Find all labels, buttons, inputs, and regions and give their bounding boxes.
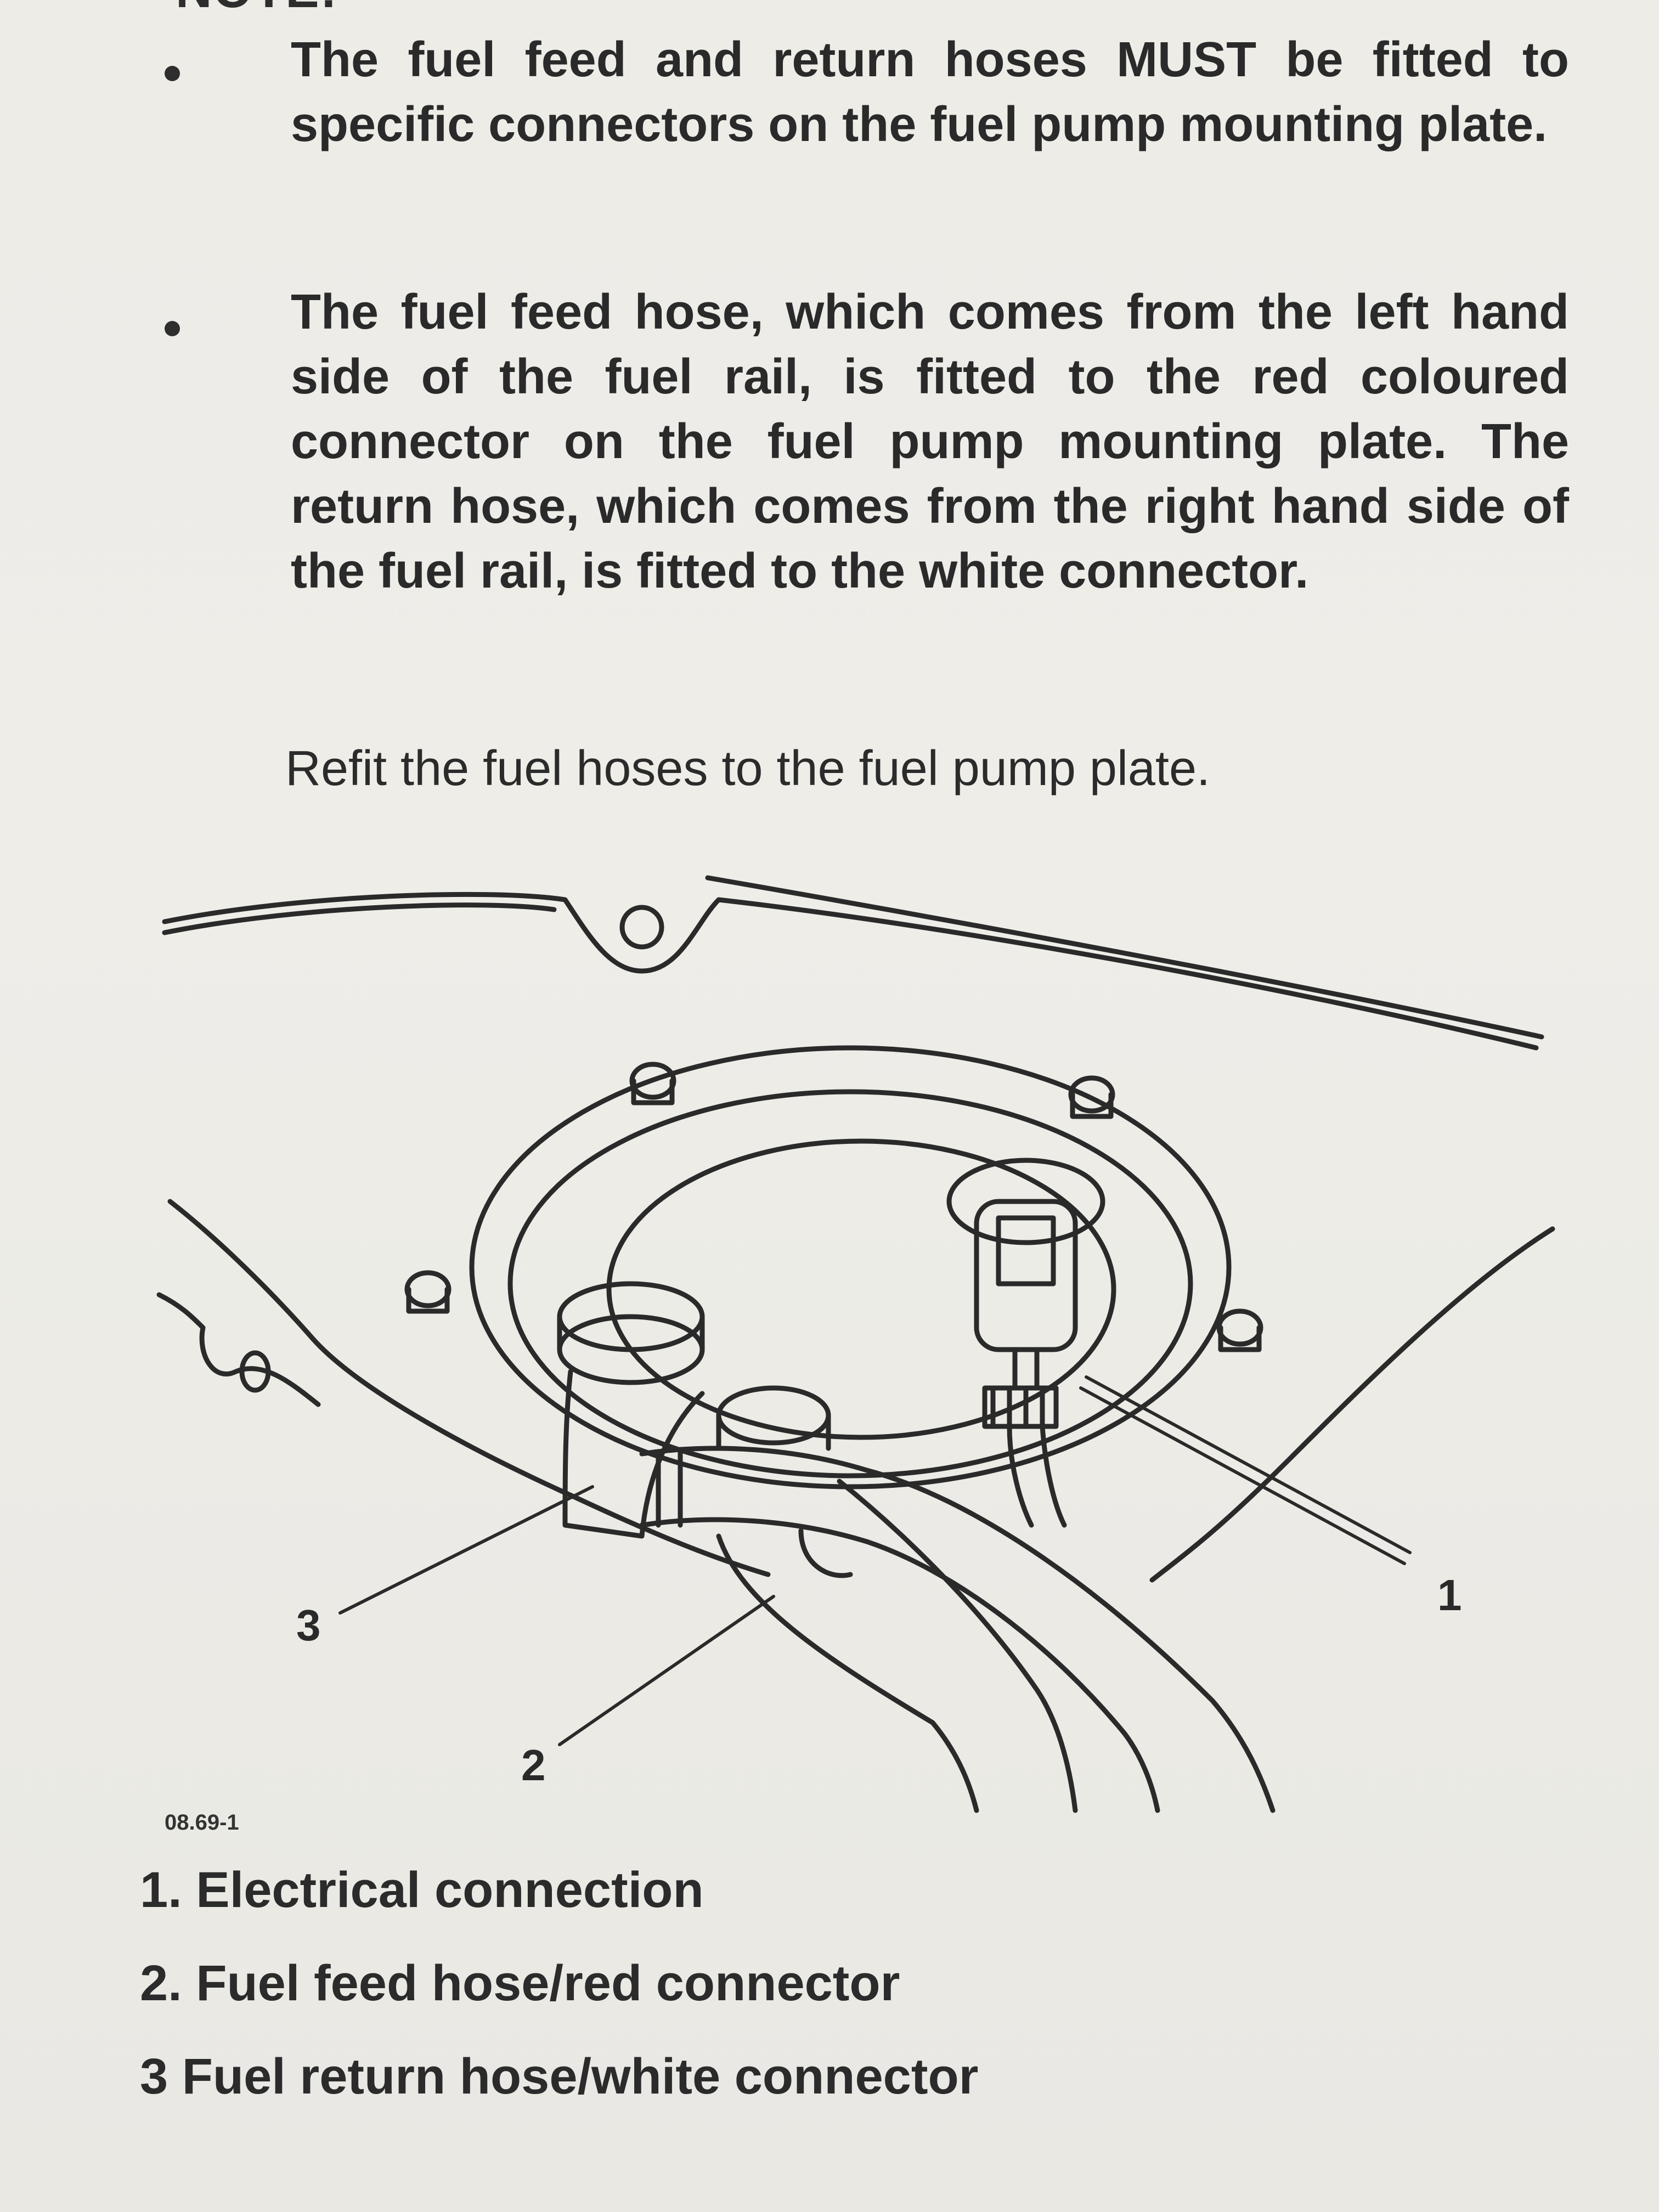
leader-line-3 <box>338 1485 594 1615</box>
fuel-pump-plate-diagram: 1 2 3 <box>156 875 1555 1813</box>
callout-3: 3 <box>296 1601 321 1650</box>
fuel-return-hose <box>716 1533 979 1813</box>
bullet-text-feed-and-return: The fuel feed hose, which comes from the… <box>291 285 1569 599</box>
bullet-text-hoses-must-fit: The fuel feed and return hoses MUST be f… <box>291 32 1569 152</box>
ring-bolt <box>1216 1308 1263 1352</box>
centre-fitting <box>716 1385 831 1451</box>
fuel-feed-hose <box>864 1468 1276 1813</box>
figure-reference: 08.69-1 <box>165 1810 239 1835</box>
mounting-ring-inner <box>507 1089 1193 1479</box>
ring-bolt <box>404 1270 452 1314</box>
ring-bolt <box>1068 1075 1115 1119</box>
mounting-ring-outer <box>469 1045 1232 1489</box>
leader-line-1 <box>1079 1386 1406 1565</box>
legend-item-fuel-feed-hose: 2. Fuel feed hose/red connector <box>140 1955 900 2011</box>
bullet-dot <box>165 321 180 336</box>
bullet-dot <box>165 66 180 81</box>
hose-coupling <box>639 1446 870 1544</box>
note-heading: NOTE: <box>176 0 338 19</box>
figure-legend: 1. Electrical connection 2. Fuel feed ho… <box>140 1843 978 2123</box>
callout-1: 1 <box>1437 1571 1462 1620</box>
tank-contour-left <box>167 1199 771 1577</box>
white-connector-elbow <box>557 1281 705 1539</box>
legend-item-fuel-return-hose: 3 Fuel return hose/white connector <box>140 2049 979 2104</box>
instruction-refit-hoses: Refit the fuel hoses to the fuel pump pl… <box>285 741 1211 796</box>
leader-line-1 <box>1085 1375 1412 1554</box>
ring-bolt <box>629 1062 676 1105</box>
tank-edge-outline <box>162 891 1539 1051</box>
legend-item-electrical-connection: 1. Electrical connection <box>140 1862 704 1918</box>
leader-line-2 <box>558 1595 775 1746</box>
callout-2: 2 <box>521 1741 546 1790</box>
fuel-feed-hose <box>864 1539 1160 1813</box>
tank-contour-right <box>1149 1226 1555 1583</box>
electrical-connector <box>946 1158 1105 1528</box>
tank-edge-outline <box>705 875 1544 1040</box>
fuel-return-hose <box>837 1479 1078 1813</box>
tank-mount-hole <box>619 905 664 950</box>
pump-plate <box>606 1138 1116 1440</box>
